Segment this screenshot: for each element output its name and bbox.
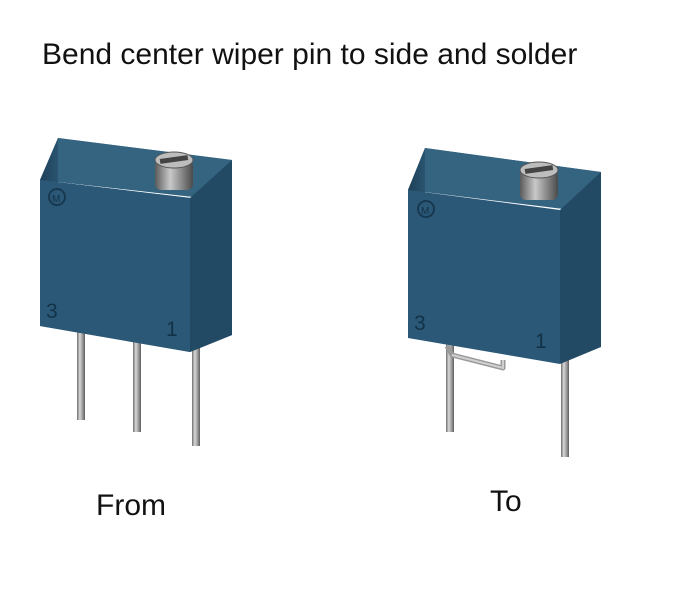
to-label: To [490, 485, 522, 518]
pin-mark-1: 1 [166, 318, 178, 341]
pin-3 [446, 336, 454, 432]
adjust-screw-icon [519, 161, 559, 200]
pin-wiper [133, 336, 141, 432]
trimmer-after: M 3 1 [408, 148, 601, 457]
logo-icon [48, 188, 66, 206]
from-label: From [96, 489, 166, 522]
pin-1 [561, 356, 569, 457]
svg-text:M: M [52, 194, 60, 205]
pin-3 [77, 324, 85, 420]
pin-1 [192, 345, 200, 446]
adjust-screw-icon [154, 151, 194, 190]
svg-text:M: M [421, 206, 429, 217]
logo-icon [417, 200, 435, 218]
pin-mark-3: 3 [46, 300, 58, 323]
trimmer-before: M 3 1 [40, 138, 232, 446]
pin-mark-1: 1 [535, 330, 547, 353]
pin-mark-3: 3 [414, 312, 426, 335]
instruction-title: Bend center wiper pin to side and solder [42, 38, 578, 71]
